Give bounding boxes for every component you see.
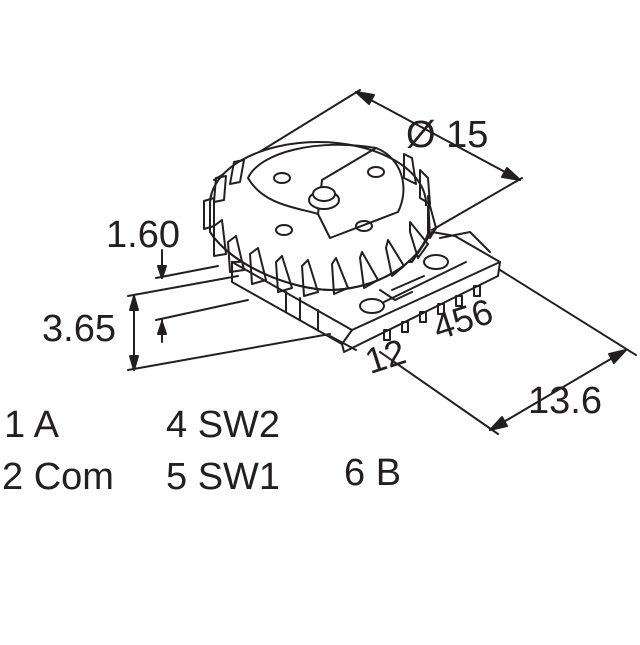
legend-entry-pin-6: 6 B — [344, 454, 401, 492]
legend-entry-pin-2: 2 Com — [2, 458, 114, 496]
legend-entry-pin-1: 1 A — [4, 406, 59, 444]
knurl-ridges — [203, 153, 437, 297]
legend-pin-number: 6 — [344, 452, 366, 494]
legend-entry-pin-4: 4 SW2 — [166, 406, 280, 444]
legend-pin-number: 5 — [166, 456, 188, 498]
base-block — [231, 231, 501, 353]
height-dimension-lines — [127, 249, 331, 371]
height-body-label: 1.60 — [106, 214, 180, 256]
legend-pin-number: 4 — [166, 404, 188, 446]
legend-pin-number: 1 — [4, 404, 26, 446]
height-total-label: 3.65 — [42, 308, 116, 350]
legend-pin-name: A — [33, 404, 59, 446]
legend-pin-name: SW1 — [197, 456, 281, 498]
legend-pin-name: SW2 — [197, 404, 281, 446]
legend-entry-pin-5: 5 SW1 — [166, 458, 280, 496]
diameter-label: Ø 15 — [406, 114, 489, 156]
knurled-rotor — [203, 141, 437, 297]
legend-pin-name: B — [375, 452, 402, 494]
depth-label: 13.6 — [528, 380, 602, 422]
depth-dimension-lines — [379, 269, 637, 435]
legend-pin-number: 2 — [2, 456, 24, 498]
diameter-dimension-lines — [213, 89, 523, 231]
legend-pin-name: Com — [33, 456, 114, 498]
